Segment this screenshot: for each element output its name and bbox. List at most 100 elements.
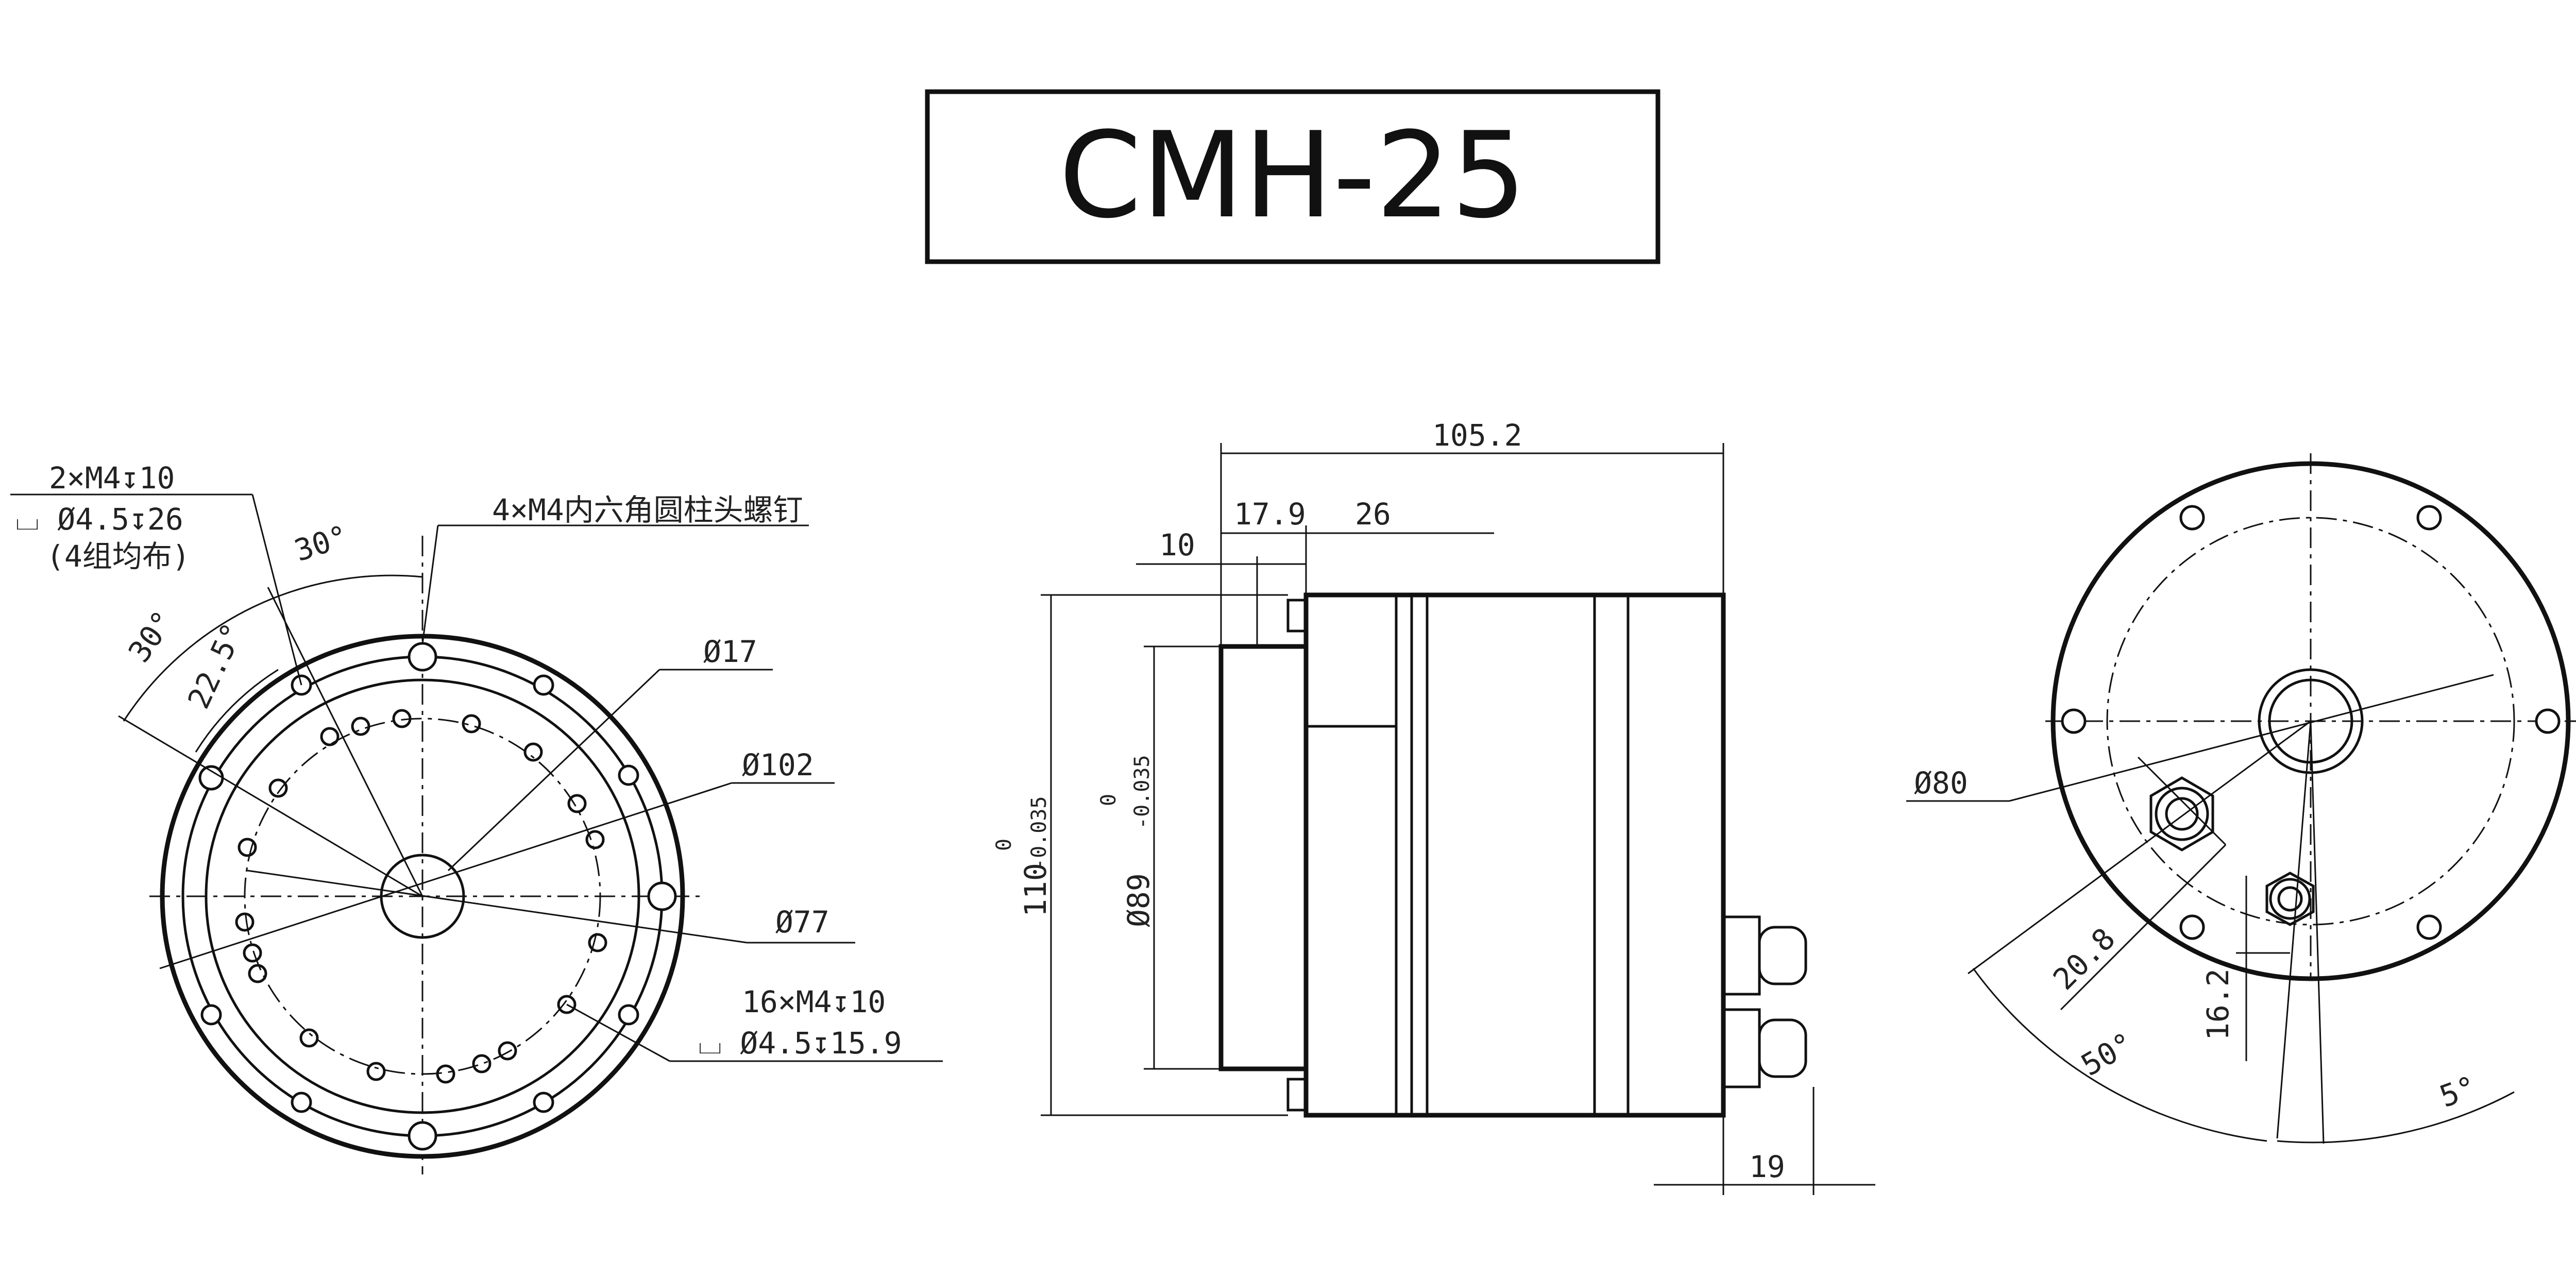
len-10: 10 xyxy=(1159,527,1195,563)
leader-line xyxy=(566,1003,670,1062)
screw-head xyxy=(198,765,224,791)
angle-ray-5 xyxy=(2276,721,2312,1139)
pcd-hole xyxy=(299,1028,319,1048)
screw-head xyxy=(408,642,437,672)
angle-label-30b: 30° xyxy=(122,604,181,669)
dia-17: Ø17 xyxy=(703,634,757,669)
rear-view: Ø80 20.8 16.2 50° 5° xyxy=(1906,453,2576,1144)
screw-head xyxy=(408,1121,437,1151)
screw-head xyxy=(2179,914,2205,940)
angle-arc-50 xyxy=(1972,968,2267,1142)
pcd-hole xyxy=(588,933,607,952)
title-block: CMH-25 xyxy=(925,89,1660,264)
pcd-hole xyxy=(238,838,257,857)
pcd-hole xyxy=(567,794,587,813)
screw-head xyxy=(618,764,639,786)
angle-arc xyxy=(123,574,423,722)
pcd-hole xyxy=(557,995,577,1014)
front-view: 2×M4↧10 ⌴ Ø4.5↧26 (4组均布) 4×M4内六角圆柱头螺钉 30… xyxy=(10,461,943,1174)
pcd-hole xyxy=(585,830,605,849)
pcd-hole xyxy=(472,1054,492,1073)
dia-89-tol-upper: 0 xyxy=(1097,794,1121,806)
rear-dimension-lines xyxy=(1906,674,2515,1144)
dia-110-tol-lower: -0.035 xyxy=(1027,796,1051,871)
len-17-9: 17.9 xyxy=(1234,497,1306,532)
angle-ray xyxy=(267,587,423,897)
dia-89: Ø89 xyxy=(1121,873,1156,927)
leader-line xyxy=(251,494,302,686)
connector xyxy=(1722,915,1761,996)
title: CMH-25 xyxy=(1059,107,1527,245)
screw-head xyxy=(2179,505,2205,531)
side-dimension-lines xyxy=(1041,443,1875,1195)
pcd-hole xyxy=(320,727,340,746)
rear-glands xyxy=(2149,776,2315,926)
dim-line-d17 xyxy=(447,669,660,872)
pcd-hole xyxy=(523,742,543,762)
pcd-hole xyxy=(268,778,288,798)
screw-head xyxy=(2061,708,2087,734)
screw-head xyxy=(2416,505,2442,531)
gland-ring xyxy=(2155,787,2209,841)
len-19: 19 xyxy=(1749,1149,1785,1184)
pcd-hole xyxy=(243,943,262,963)
pcd-hole xyxy=(351,717,370,736)
screw-head xyxy=(2535,708,2561,734)
side-boss xyxy=(1286,599,1308,633)
connector xyxy=(1722,1008,1761,1088)
pcd-hole xyxy=(462,714,481,734)
dim-20-8 xyxy=(2060,844,2227,1011)
label-top-counterbore: ⌴ Ø4.5↧26 xyxy=(15,502,183,537)
screw-head xyxy=(200,1004,222,1026)
dia-102: Ø102 xyxy=(742,747,814,782)
front-screw-heads xyxy=(198,642,677,1151)
len-26: 26 xyxy=(1355,497,1391,532)
dim-line-d77 xyxy=(247,870,748,944)
dia-89-tol-lower: -0.035 xyxy=(1130,755,1154,830)
pcd-hole xyxy=(235,912,255,932)
screw-head xyxy=(533,1092,554,1113)
screw-head xyxy=(647,881,677,911)
side-flange xyxy=(1218,644,1309,1071)
label-group: (4组均布) xyxy=(46,539,190,574)
screw-head xyxy=(618,1004,639,1026)
angle-arc-5 xyxy=(2277,1091,2515,1144)
gland-small xyxy=(2265,872,2315,926)
side-body xyxy=(1303,592,1726,1118)
angle-ray-50 xyxy=(1968,720,2311,975)
dia-110-tol-upper: 0 xyxy=(992,839,1016,851)
rear-pcd-circle xyxy=(2106,517,2515,926)
label-16-counterbore: ⌴ Ø4.5↧15.9 xyxy=(698,1026,902,1061)
gland-ring xyxy=(2277,886,2303,912)
ext-line xyxy=(2137,756,2227,846)
dia-110: 110 xyxy=(1018,863,1053,917)
gland-ring xyxy=(2165,797,2199,831)
dia-80: Ø80 xyxy=(1914,765,1968,800)
side-boss xyxy=(1286,1078,1308,1112)
dim-d80 xyxy=(2009,674,2494,802)
angle-ray-v xyxy=(2310,721,2325,1144)
screw-head xyxy=(291,1092,312,1113)
front-dimension-lines xyxy=(10,493,943,1062)
pcd-hole xyxy=(436,1064,455,1084)
side-view: 105.2 10 17.9 26 110 0 -0.035 Ø89 0 -0.0… xyxy=(992,418,1875,1195)
angle-label-30a: 30° xyxy=(290,518,352,568)
gland-ring xyxy=(2269,878,2311,920)
label-16-hole: 16×M4↧10 xyxy=(742,984,886,1019)
pcd-hole xyxy=(366,1062,386,1081)
screw-head xyxy=(533,674,554,696)
front-pcd-holes xyxy=(235,709,607,1084)
title-frame xyxy=(925,89,1660,264)
dia-77: Ø77 xyxy=(775,905,829,940)
leader-line xyxy=(421,525,439,644)
pcd-hole xyxy=(248,964,267,983)
rear-screw-heads xyxy=(2061,505,2561,940)
connector-cap xyxy=(1758,1018,1807,1078)
angle-ray xyxy=(118,715,423,897)
connector-cap xyxy=(1758,926,1807,985)
pcd-hole xyxy=(498,1041,517,1061)
dim-16-2: 16.2 xyxy=(2200,968,2235,1041)
dim-line-d102 xyxy=(159,782,732,969)
screw-head xyxy=(2416,914,2442,940)
